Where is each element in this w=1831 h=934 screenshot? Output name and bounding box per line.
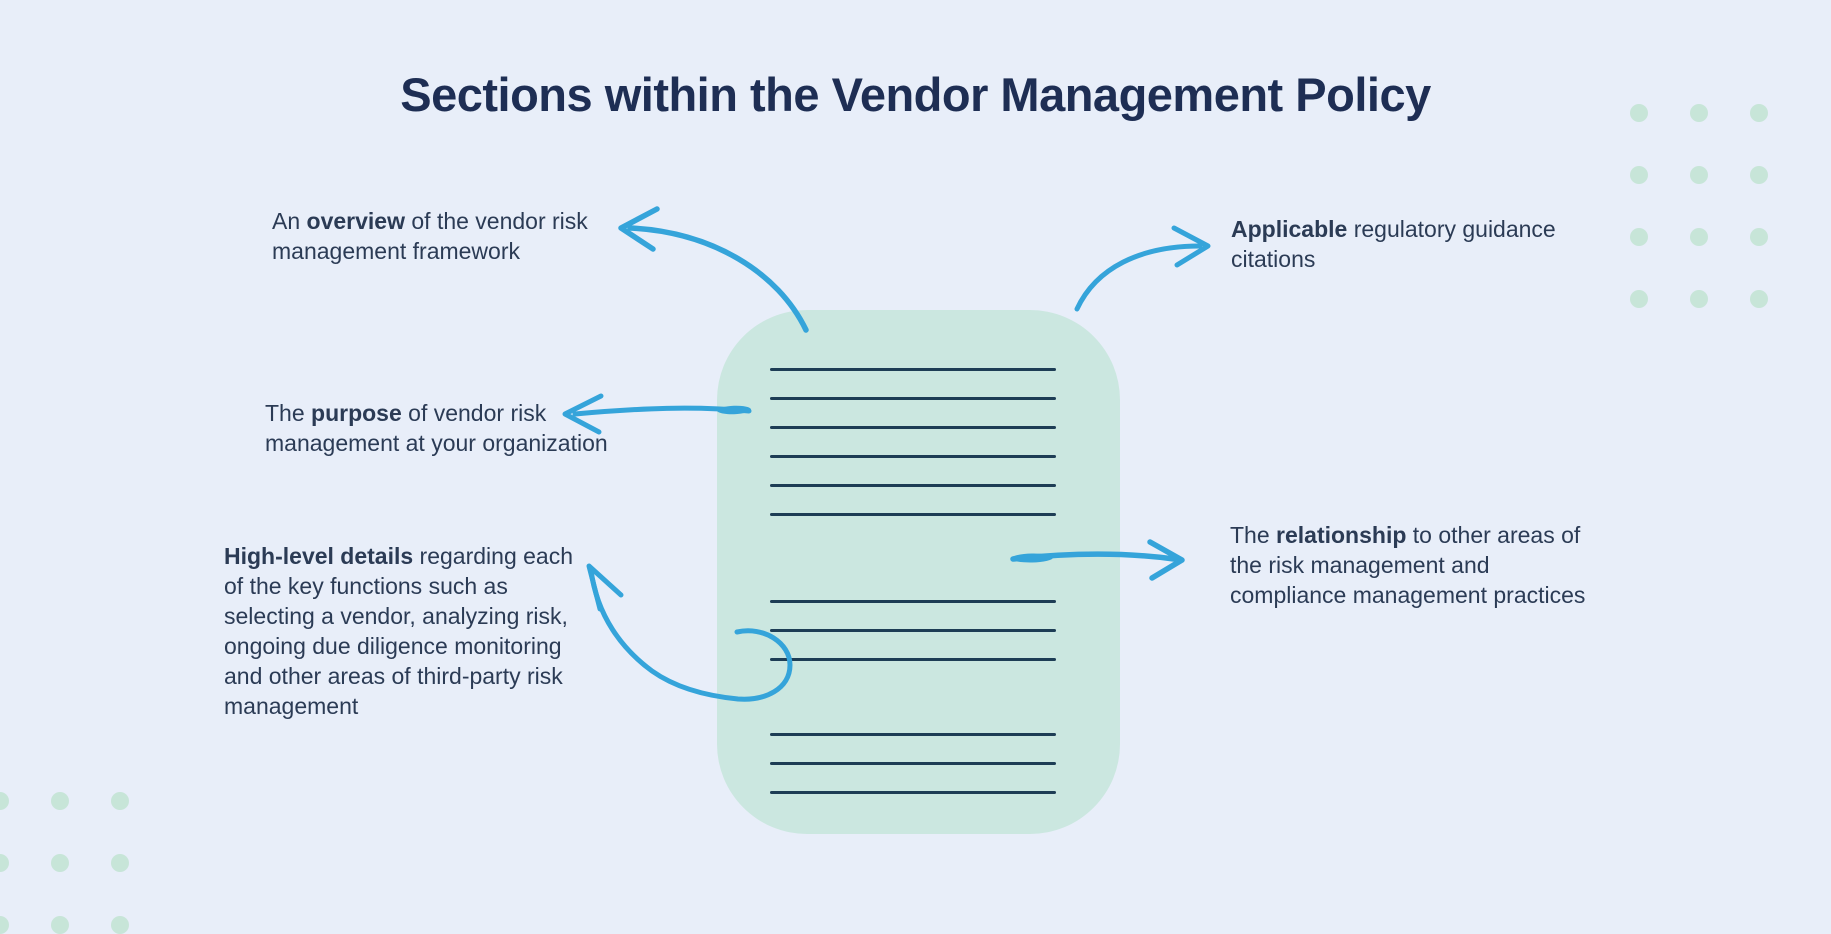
text-line: The purpose of vendor risk [265, 400, 547, 426]
document-text-line [770, 791, 1056, 794]
decor-dot [51, 854, 69, 872]
decor-dot [0, 792, 9, 810]
decor-dot [1750, 166, 1768, 184]
decor-dot [51, 916, 69, 934]
annotation-purpose: The purpose of vendor risk management at … [265, 398, 608, 458]
decor-dot [111, 854, 129, 872]
document-text-line [770, 600, 1056, 603]
decor-dot [111, 916, 129, 934]
document-text-line [770, 397, 1056, 400]
text-line: ongoing due diligence monitoring [224, 633, 562, 659]
decor-dot [1690, 290, 1708, 308]
policy-document-graphic [717, 310, 1120, 834]
decor-dot [1630, 228, 1648, 246]
text-line: and other areas of third-party risk [224, 663, 563, 689]
text-line: compliance management practices [1230, 582, 1586, 608]
decor-dot [0, 854, 9, 872]
document-text-line [770, 513, 1056, 516]
decor-dot [1630, 166, 1648, 184]
text-line: the risk management and [1230, 552, 1490, 578]
document-text-line [770, 426, 1056, 429]
document-text-line [770, 658, 1056, 661]
text-line: The relationship to other areas of [1230, 522, 1581, 548]
text-line: citations [1231, 246, 1316, 272]
document-text-line [770, 733, 1056, 736]
decor-dot-grid-top-right [1630, 104, 1768, 308]
annotation-high-level-details: High-level details regarding each of the … [224, 541, 573, 721]
text-line: management [224, 693, 359, 719]
annotation-relationship: The relationship to other areas of the ri… [1230, 520, 1585, 610]
annotation-overview: An overview of the vendor risk management… [272, 206, 588, 266]
decor-dot-grid-bottom-left [0, 792, 129, 934]
text-line: High-level details regarding each [224, 543, 574, 569]
text-line: of the key functions such as [224, 573, 508, 599]
document-text-line [770, 629, 1056, 632]
decor-dot [111, 792, 129, 810]
text-line: management at your organization [265, 430, 608, 456]
text-line: Applicable regulatory guidance [1231, 216, 1556, 242]
applicable-arrow-icon [1074, 225, 1211, 312]
document-text-line [770, 368, 1056, 371]
decor-dot [51, 792, 69, 810]
decor-dot [0, 916, 9, 934]
document-text-line [770, 484, 1056, 487]
document-text-line [770, 762, 1056, 765]
decor-dot [1750, 104, 1768, 122]
page-title: Sections within the Vendor Management Po… [400, 68, 1431, 122]
decor-dot [1750, 290, 1768, 308]
annotation-applicable: Applicable regulatory guidance citations [1231, 214, 1556, 274]
decor-dot [1690, 104, 1708, 122]
decor-dot [1750, 228, 1768, 246]
decor-dot [1630, 104, 1648, 122]
document-text-line [770, 455, 1056, 458]
text-line: An overview of the vendor risk [272, 208, 588, 234]
text-line: selecting a vendor, analyzing risk, [224, 603, 568, 629]
decor-dot [1630, 290, 1648, 308]
overview-arrow-icon [618, 206, 809, 333]
text-line: management framework [272, 238, 520, 264]
decor-dot [1690, 228, 1708, 246]
decor-dot [1690, 166, 1708, 184]
